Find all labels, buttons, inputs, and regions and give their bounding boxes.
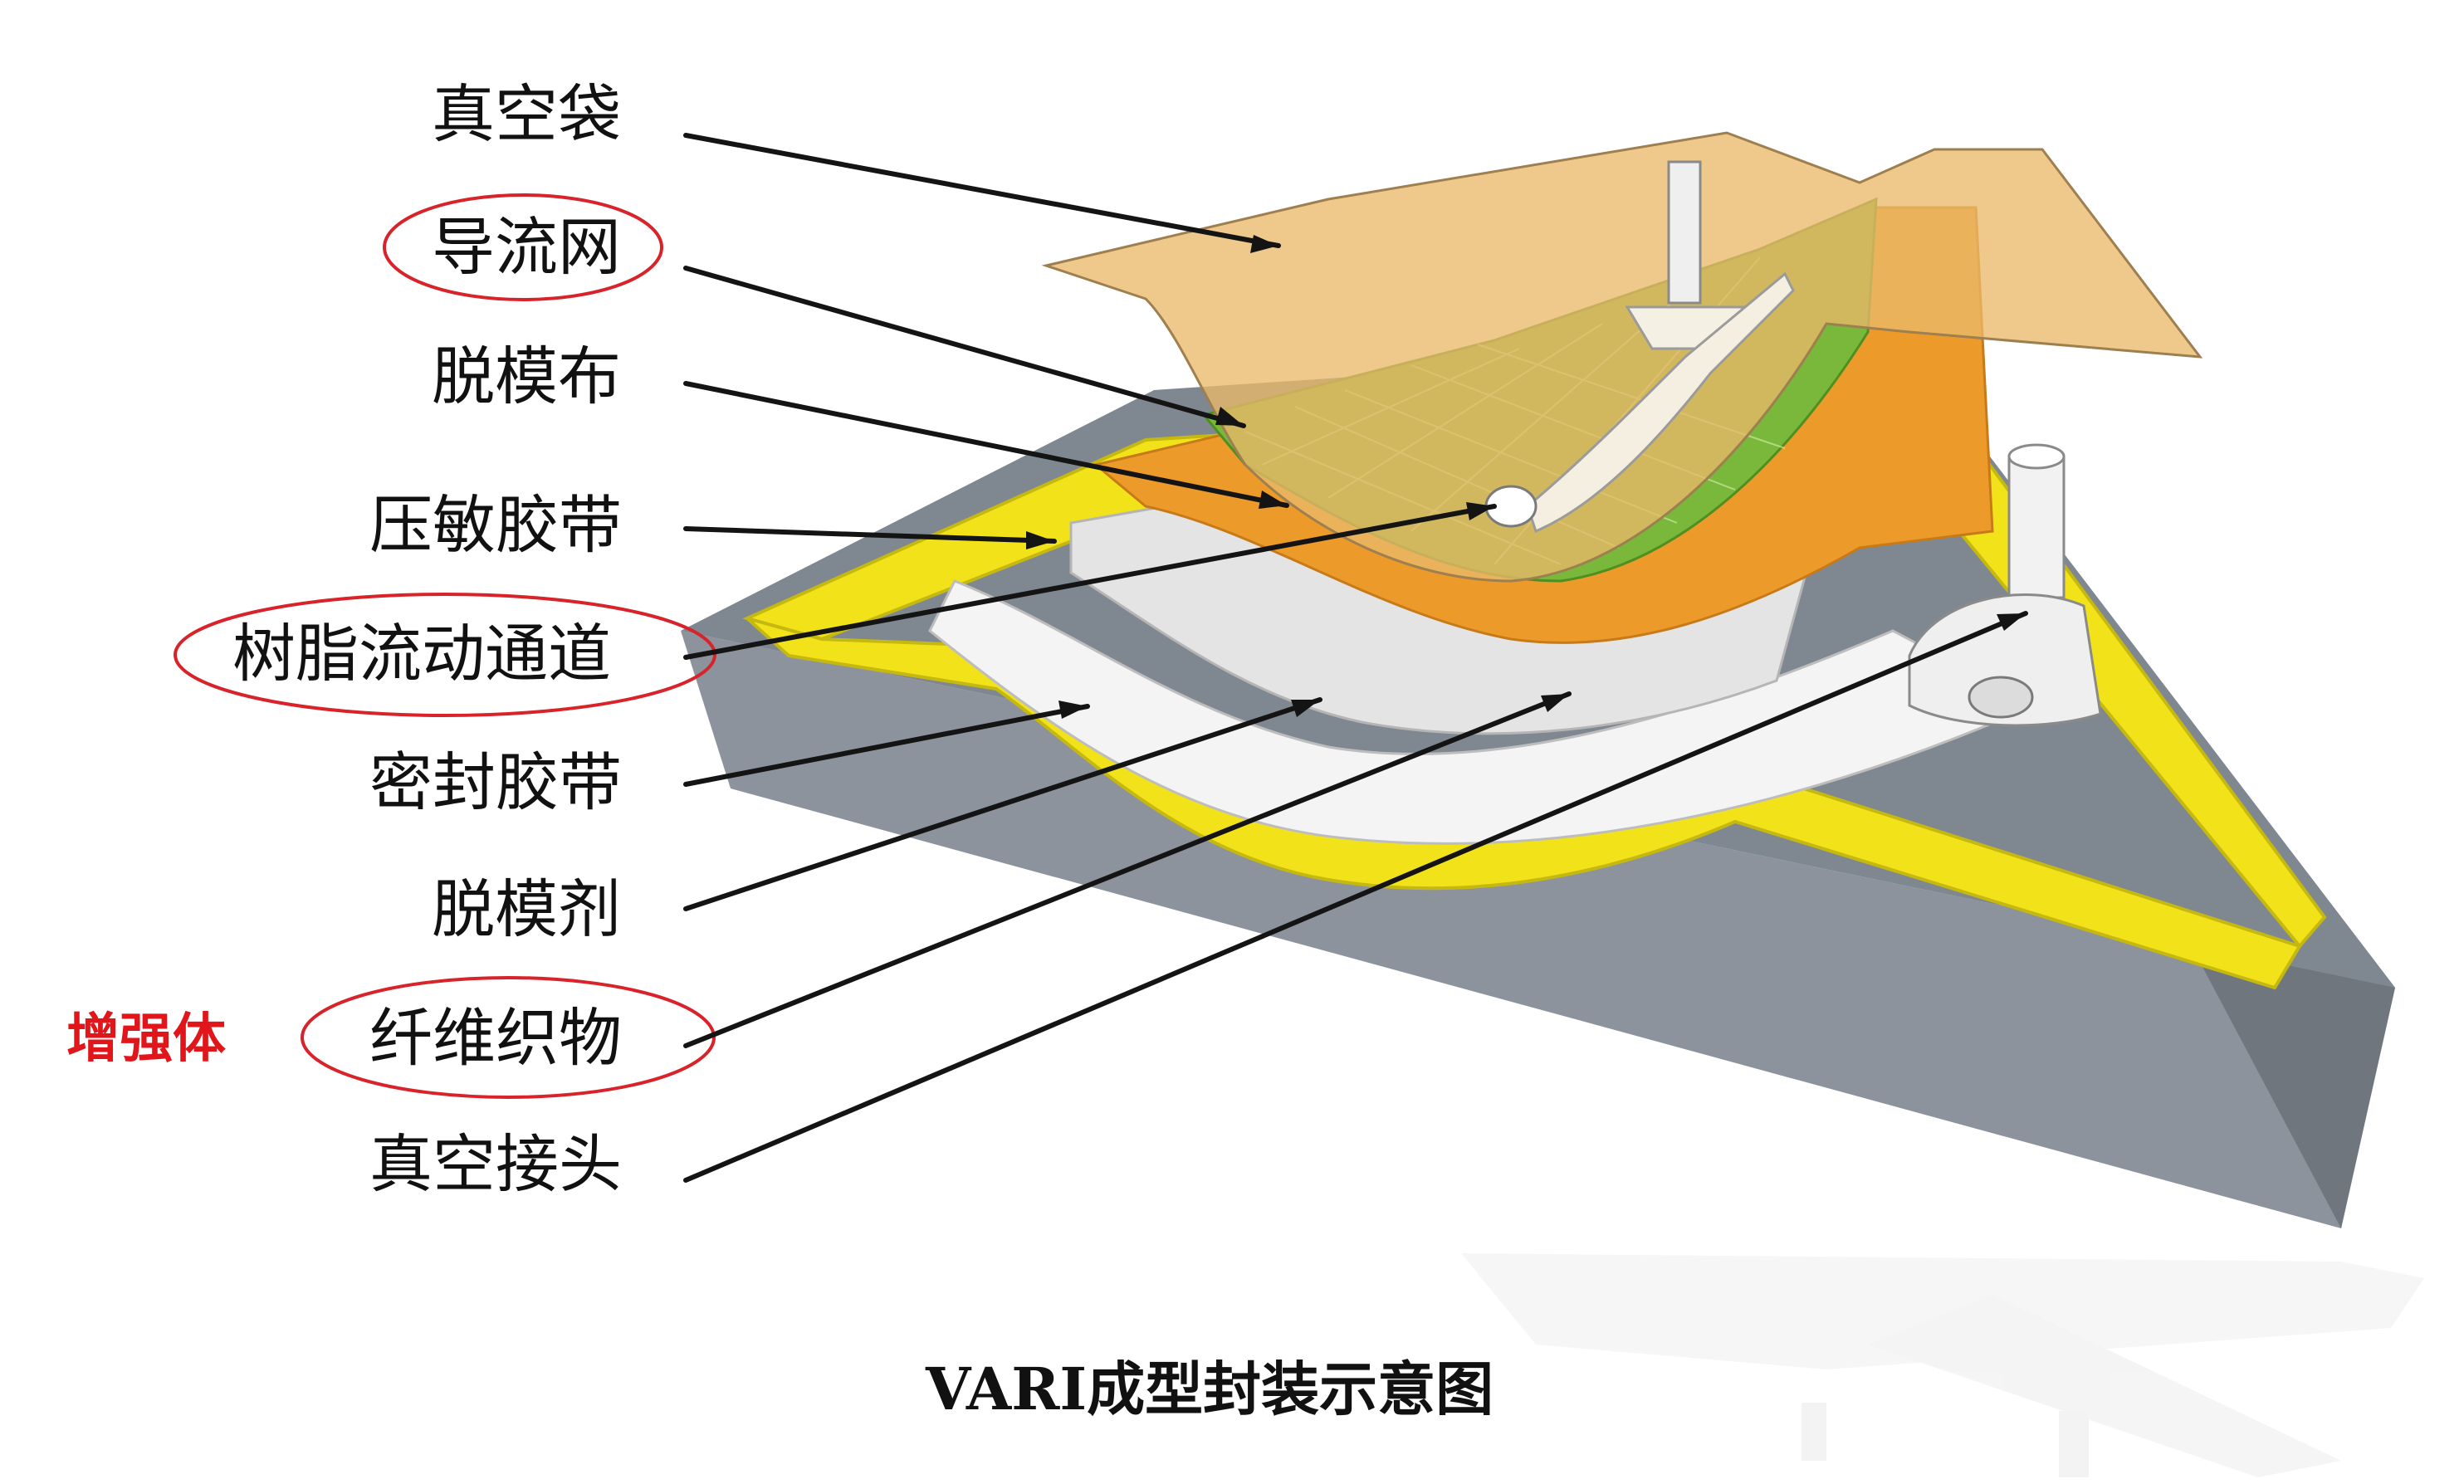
highlight-oval-flow-mesh (383, 193, 663, 301)
arrowhead-fiber-fabric (1541, 694, 1569, 712)
leader-line-fiber-fabric (683, 691, 1572, 1048)
label-pressure-tape: 压敏胶带 (369, 488, 622, 562)
vacuum-port (1908, 443, 2102, 727)
resin-inlet-pipe (1484, 160, 1795, 534)
label-release-agent: 脱模剂 (432, 872, 621, 946)
label-flow-mesh: 导流网 (432, 210, 621, 284)
arrowhead-release-agent (1291, 700, 1320, 717)
label-sealant-tape: 密封胶带 (369, 745, 622, 819)
leader-line-vacuum-connector (683, 611, 2028, 1183)
mold-front-face (681, 631, 2395, 1228)
arrowhead-flow-mesh (1215, 407, 1244, 426)
highlight-oval-fiber-fabric (301, 976, 716, 1099)
leader-line-sealant-tape (683, 704, 1090, 787)
label-vacuum-bag: 真空袋 (432, 77, 621, 151)
label-fiber-fabric: 纤维织物 (369, 1001, 622, 1075)
label-vacuum-connector: 真空接头 (369, 1127, 622, 1201)
leader-lines (683, 133, 2028, 1183)
airplane-watermark (1461, 1253, 2424, 1477)
figure-caption: VARI成型封装示意图 (926, 1355, 1494, 1423)
leader-arrowheads (1026, 235, 2026, 719)
arrowhead-peel-ply (1259, 491, 1287, 509)
highlight-oval-resin-channel (174, 593, 716, 717)
leader-line-peel-ply (683, 381, 1289, 508)
label-resin-channel: 树脂流动通道 (232, 617, 611, 691)
vacuum-bag (1041, 131, 2203, 583)
leader-line-vacuum-bag (683, 133, 1281, 248)
leader-line-pressure-tape (683, 526, 1057, 544)
arrowhead-vacuum-connector (1997, 613, 2026, 631)
label-reinforcement: 增强体 (66, 1008, 226, 1070)
leader-line-release-agent (683, 697, 1322, 911)
leader-line-flow-mesh (683, 266, 1246, 428)
leader-line-resin-channel (683, 504, 1497, 660)
arrowhead-resin-channel (1466, 502, 1494, 520)
arrowhead-pressure-tape (1026, 531, 1054, 549)
arrowhead-vacuum-bag (1250, 235, 1278, 253)
arrowhead-sealant-tape (1058, 701, 1088, 719)
label-peel-ply: 脱模布 (432, 339, 621, 413)
